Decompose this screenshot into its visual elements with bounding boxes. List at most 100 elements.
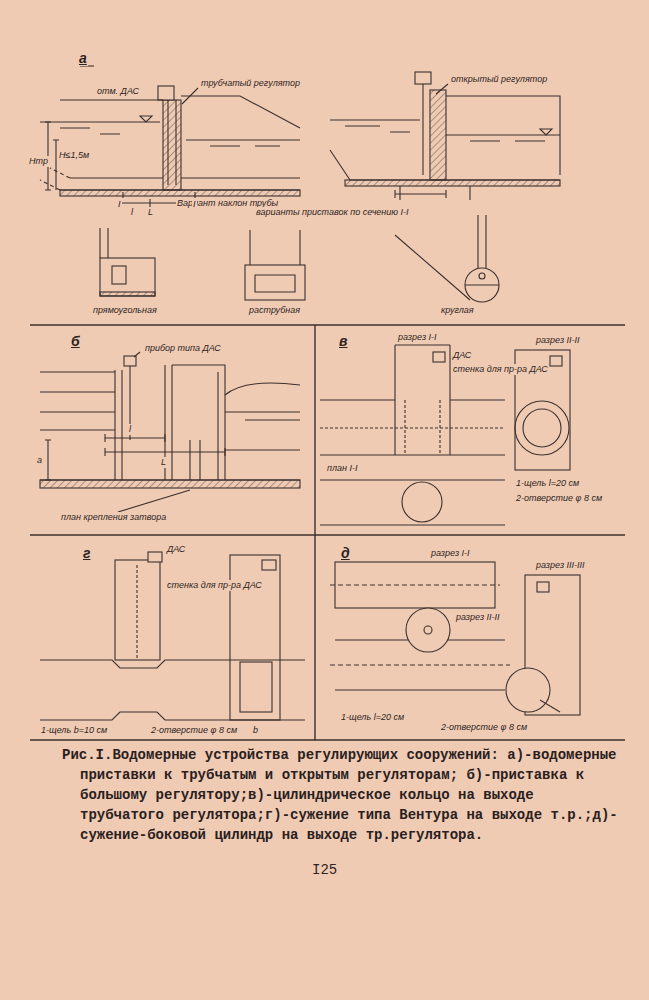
- label: стенка для пр-ра ДАС: [452, 364, 549, 375]
- apron: [60, 190, 300, 196]
- label: L: [147, 207, 154, 218]
- ring-plan: [402, 482, 442, 522]
- label: 1-щель b=10 см: [40, 725, 108, 736]
- regulator-walls: [115, 365, 225, 480]
- floor-hatch: [40, 480, 300, 488]
- label: ДАС: [166, 544, 186, 555]
- label: H≤1,5м: [58, 150, 90, 161]
- label: отм. ДАС: [96, 86, 140, 97]
- side-cylinder: [506, 668, 550, 712]
- section-inner: [240, 662, 272, 712]
- water-mark: [540, 129, 552, 135]
- label: трубчатый регулятор: [200, 78, 301, 89]
- figure-caption: Рис.I.Водомерные устройства регулирующих…: [62, 745, 625, 845]
- panel-letter: в: [338, 333, 348, 349]
- label: a: [36, 455, 43, 466]
- gate-slot: [190, 440, 200, 480]
- page-number: I25: [311, 862, 338, 878]
- section-pipe: [523, 409, 561, 447]
- round-adapter: [465, 268, 499, 302]
- dimension-line: [395, 186, 470, 200]
- hatch: [100, 292, 155, 296]
- floor-hatch: [345, 180, 560, 186]
- label: 1-щель l=20 см: [340, 712, 405, 723]
- inclined-pipe: [40, 168, 70, 190]
- das-box: [415, 72, 431, 84]
- plan-pipe: [320, 480, 505, 525]
- label: разрез II-II: [535, 335, 581, 346]
- embankment: [446, 96, 560, 175]
- regulator-wall: [163, 100, 181, 190]
- pipe: [60, 178, 300, 190]
- das-rod: [422, 84, 423, 175]
- rect-adapter-inner: [112, 266, 126, 284]
- floor: [330, 150, 560, 180]
- label: разрез III-III: [535, 560, 586, 571]
- section-pipe: [515, 401, 569, 455]
- leader-line: [182, 88, 198, 104]
- label: ДАС: [452, 350, 472, 361]
- rect-adapter: [100, 228, 108, 258]
- label: прямоугольная: [92, 305, 158, 316]
- label: раструбная: [248, 305, 301, 316]
- panel-letter: а: [78, 50, 88, 66]
- label: 2-отверстие φ 8 см: [440, 722, 528, 733]
- round-adapter: [395, 215, 499, 300]
- axis: [330, 585, 510, 665]
- label: стенка для пр-ра ДАС: [166, 580, 263, 591]
- panel-letter: б: [70, 333, 81, 349]
- panel-letter: д: [340, 545, 351, 561]
- label: варианты приставок по сечению I-I: [255, 207, 410, 218]
- regulator-tube: [168, 100, 176, 185]
- label: Hтр: [28, 156, 49, 167]
- label: I: [192, 199, 197, 210]
- embankment: [60, 96, 300, 128]
- ring-cylinder: [395, 345, 450, 455]
- label: I: [117, 199, 122, 210]
- das-box: [124, 356, 136, 366]
- label: план I-I: [326, 463, 359, 474]
- das-box: [433, 352, 445, 362]
- label: L: [160, 457, 167, 468]
- label: 2-отверстие φ 8 см: [150, 725, 238, 736]
- label: l: [130, 207, 134, 218]
- bell-adapter: [250, 230, 300, 292]
- label: разрез II-II: [455, 612, 501, 623]
- das-box: [158, 86, 174, 100]
- das-box: [148, 552, 162, 562]
- das-box: [550, 356, 562, 366]
- dimension-line: [45, 122, 195, 207]
- rect-adapter: [100, 258, 155, 296]
- ring: [320, 400, 505, 455]
- side-cylinder: [424, 626, 432, 634]
- water-surface: [330, 120, 560, 141]
- venturi-pipe: [40, 660, 305, 720]
- label: прибор типа ДАС: [144, 343, 222, 354]
- dimension-line: [45, 434, 225, 480]
- label: l: [128, 424, 132, 435]
- venturi-well: [115, 560, 160, 660]
- label: круглая: [440, 305, 475, 316]
- das-box: [262, 560, 276, 570]
- label: разрез I-I: [430, 548, 471, 559]
- water-mark: [140, 116, 152, 122]
- leader-line: [118, 490, 190, 512]
- outlet: [225, 383, 300, 450]
- panel-frame: [30, 325, 625, 740]
- label: разрез I-I: [397, 332, 438, 343]
- label: план крепления затвора: [60, 512, 167, 523]
- water-levels: [40, 372, 300, 430]
- label: b: [252, 725, 259, 736]
- panel-letter: г: [82, 545, 91, 561]
- label: открытый регулятор: [450, 74, 548, 85]
- round-adapter: [479, 273, 485, 279]
- side-cylinder: [406, 608, 450, 652]
- label: 2-отверстие φ 8 см: [515, 493, 603, 504]
- bell-adapter: [245, 265, 305, 300]
- leader-line: [436, 84, 448, 94]
- leader-line: [540, 700, 560, 712]
- label: 1-щель l=20 см: [515, 478, 580, 489]
- well-inner: [136, 565, 137, 660]
- water-surface: [40, 122, 300, 146]
